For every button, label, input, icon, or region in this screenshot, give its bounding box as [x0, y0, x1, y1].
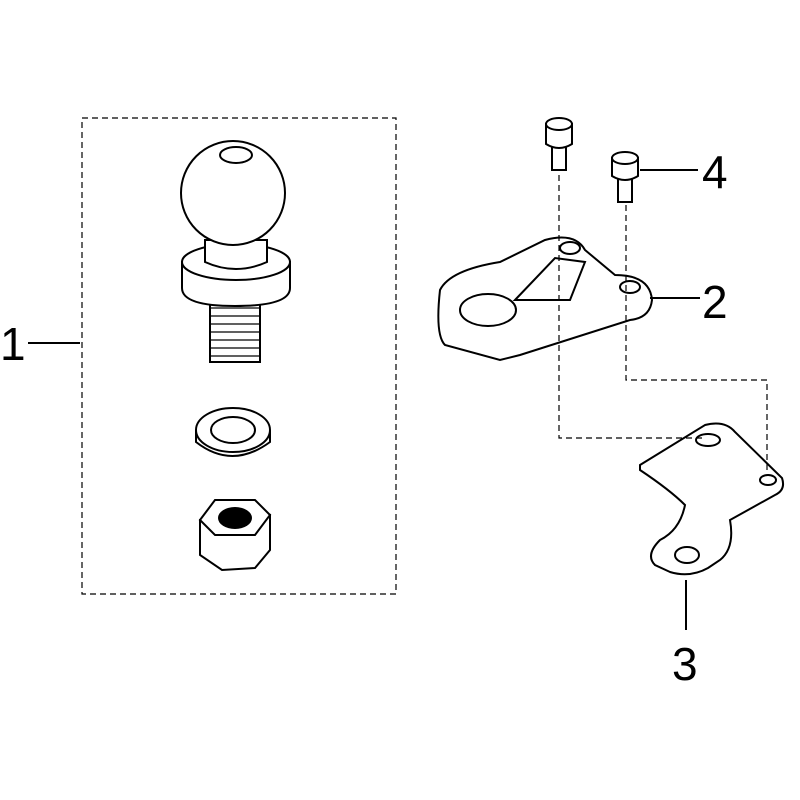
alignment-line-right [625, 205, 768, 472]
hitch-ball [180, 140, 291, 363]
callout-4: 4 [702, 146, 728, 198]
alignment-line-left [558, 175, 705, 439]
hitch-bracket [437, 236, 654, 362]
callout-1: 1 [0, 318, 26, 370]
kit-group-box [81, 117, 397, 595]
washer [195, 407, 271, 457]
mounting-plate [639, 422, 785, 576]
hex-nut [198, 499, 272, 572]
callout-2: 2 [702, 276, 728, 328]
bolt-right [611, 151, 639, 203]
callout-3: 3 [672, 638, 698, 690]
bolt-left [545, 117, 573, 171]
